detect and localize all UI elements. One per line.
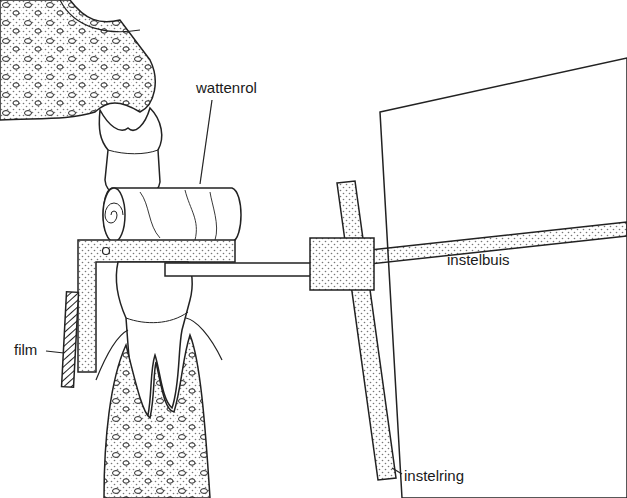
part-label: film — [14, 342, 37, 359]
tube-shape — [375, 55, 627, 498]
slider-block — [310, 238, 374, 290]
tube-outline: instelbuis — [375, 55, 627, 498]
leader-line — [200, 100, 212, 184]
gingiva — [96, 318, 222, 380]
cotton-roll — [103, 188, 241, 242]
holder-rod — [165, 263, 315, 276]
leader-line — [46, 351, 64, 353]
tube-label: instelbuis — [447, 252, 510, 269]
part-label: instelring — [404, 468, 464, 485]
upper-jaw-bone — [0, 0, 155, 120]
upper-molar — [99, 108, 161, 196]
film-strip — [62, 292, 79, 387]
lower-jaw-bone — [104, 335, 210, 498]
part-label: wattenrol — [196, 80, 257, 97]
